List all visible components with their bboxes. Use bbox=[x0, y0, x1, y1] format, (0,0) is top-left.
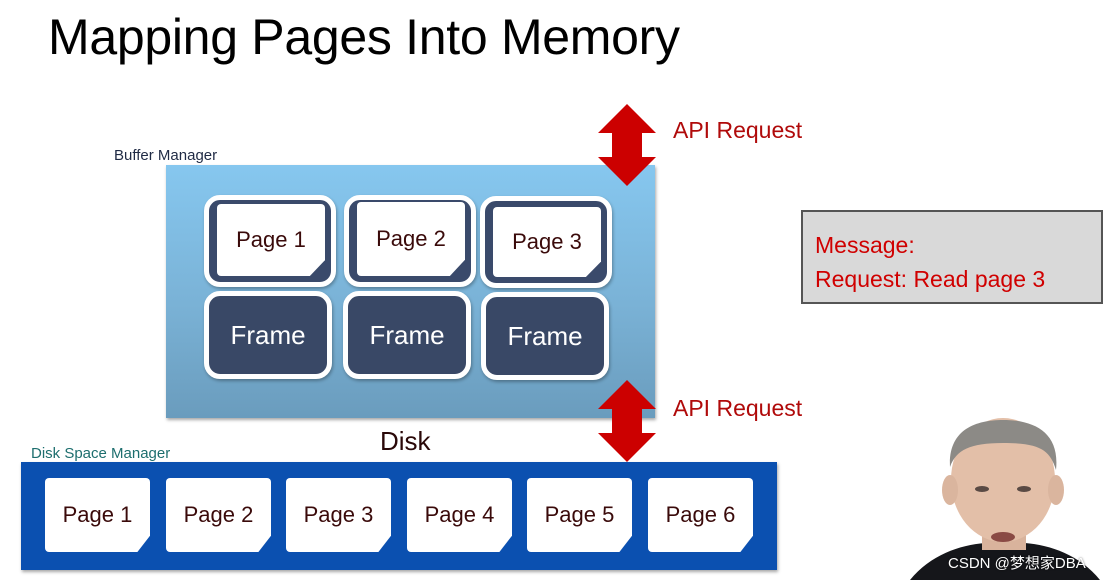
disk-page: Page 3 bbox=[286, 478, 391, 552]
api-request-label-top: API Request bbox=[673, 117, 803, 143]
buffer-slot-2: Page 2 bbox=[344, 195, 476, 287]
buffer-slot-1: Page 1 bbox=[204, 195, 336, 287]
disk-page: Page 1 bbox=[45, 478, 150, 552]
buffer-manager-box: Page 1 Page 2 Page 3 Frame Frame Frame bbox=[166, 165, 655, 418]
message-heading: Message: bbox=[815, 232, 915, 258]
disk-page: Page 5 bbox=[527, 478, 632, 552]
buffer-page-card: Page 3 bbox=[493, 207, 601, 277]
disk-page: Page 2 bbox=[166, 478, 271, 552]
disk-space-manager-box: Page 1 Page 2 Page 3 Page 4 Page 5 Page … bbox=[21, 462, 777, 570]
double-arrow-top-icon bbox=[598, 104, 656, 186]
disk-page: Page 4 bbox=[407, 478, 512, 552]
message-request: Request: Read page 3 bbox=[815, 266, 1046, 292]
disk-label: Disk bbox=[380, 426, 431, 456]
api-request-label-bottom: API Request bbox=[673, 395, 803, 421]
buffer-manager-label: Buffer Manager bbox=[114, 147, 218, 164]
disk-page: Page 6 bbox=[648, 478, 753, 552]
watermark: CSDN @梦想家DBA bbox=[948, 555, 1086, 572]
slide-title: Mapping Pages Into Memory bbox=[48, 9, 680, 65]
double-arrow-bottom-icon bbox=[598, 380, 656, 462]
disk-space-manager-label: Disk Space Manager bbox=[31, 445, 171, 462]
frame-3: Frame bbox=[481, 292, 609, 380]
presenter-video-thumbnail bbox=[910, 418, 1100, 580]
buffer-slot-3: Page 3 bbox=[480, 196, 612, 288]
buffer-page-card: Page 2 bbox=[357, 202, 465, 276]
buffer-page-card: Page 1 bbox=[217, 204, 325, 276]
frame-1: Frame bbox=[204, 291, 332, 379]
frame-2: Frame bbox=[343, 291, 471, 379]
message-box: Message: Request: Read page 3 bbox=[801, 210, 1103, 304]
